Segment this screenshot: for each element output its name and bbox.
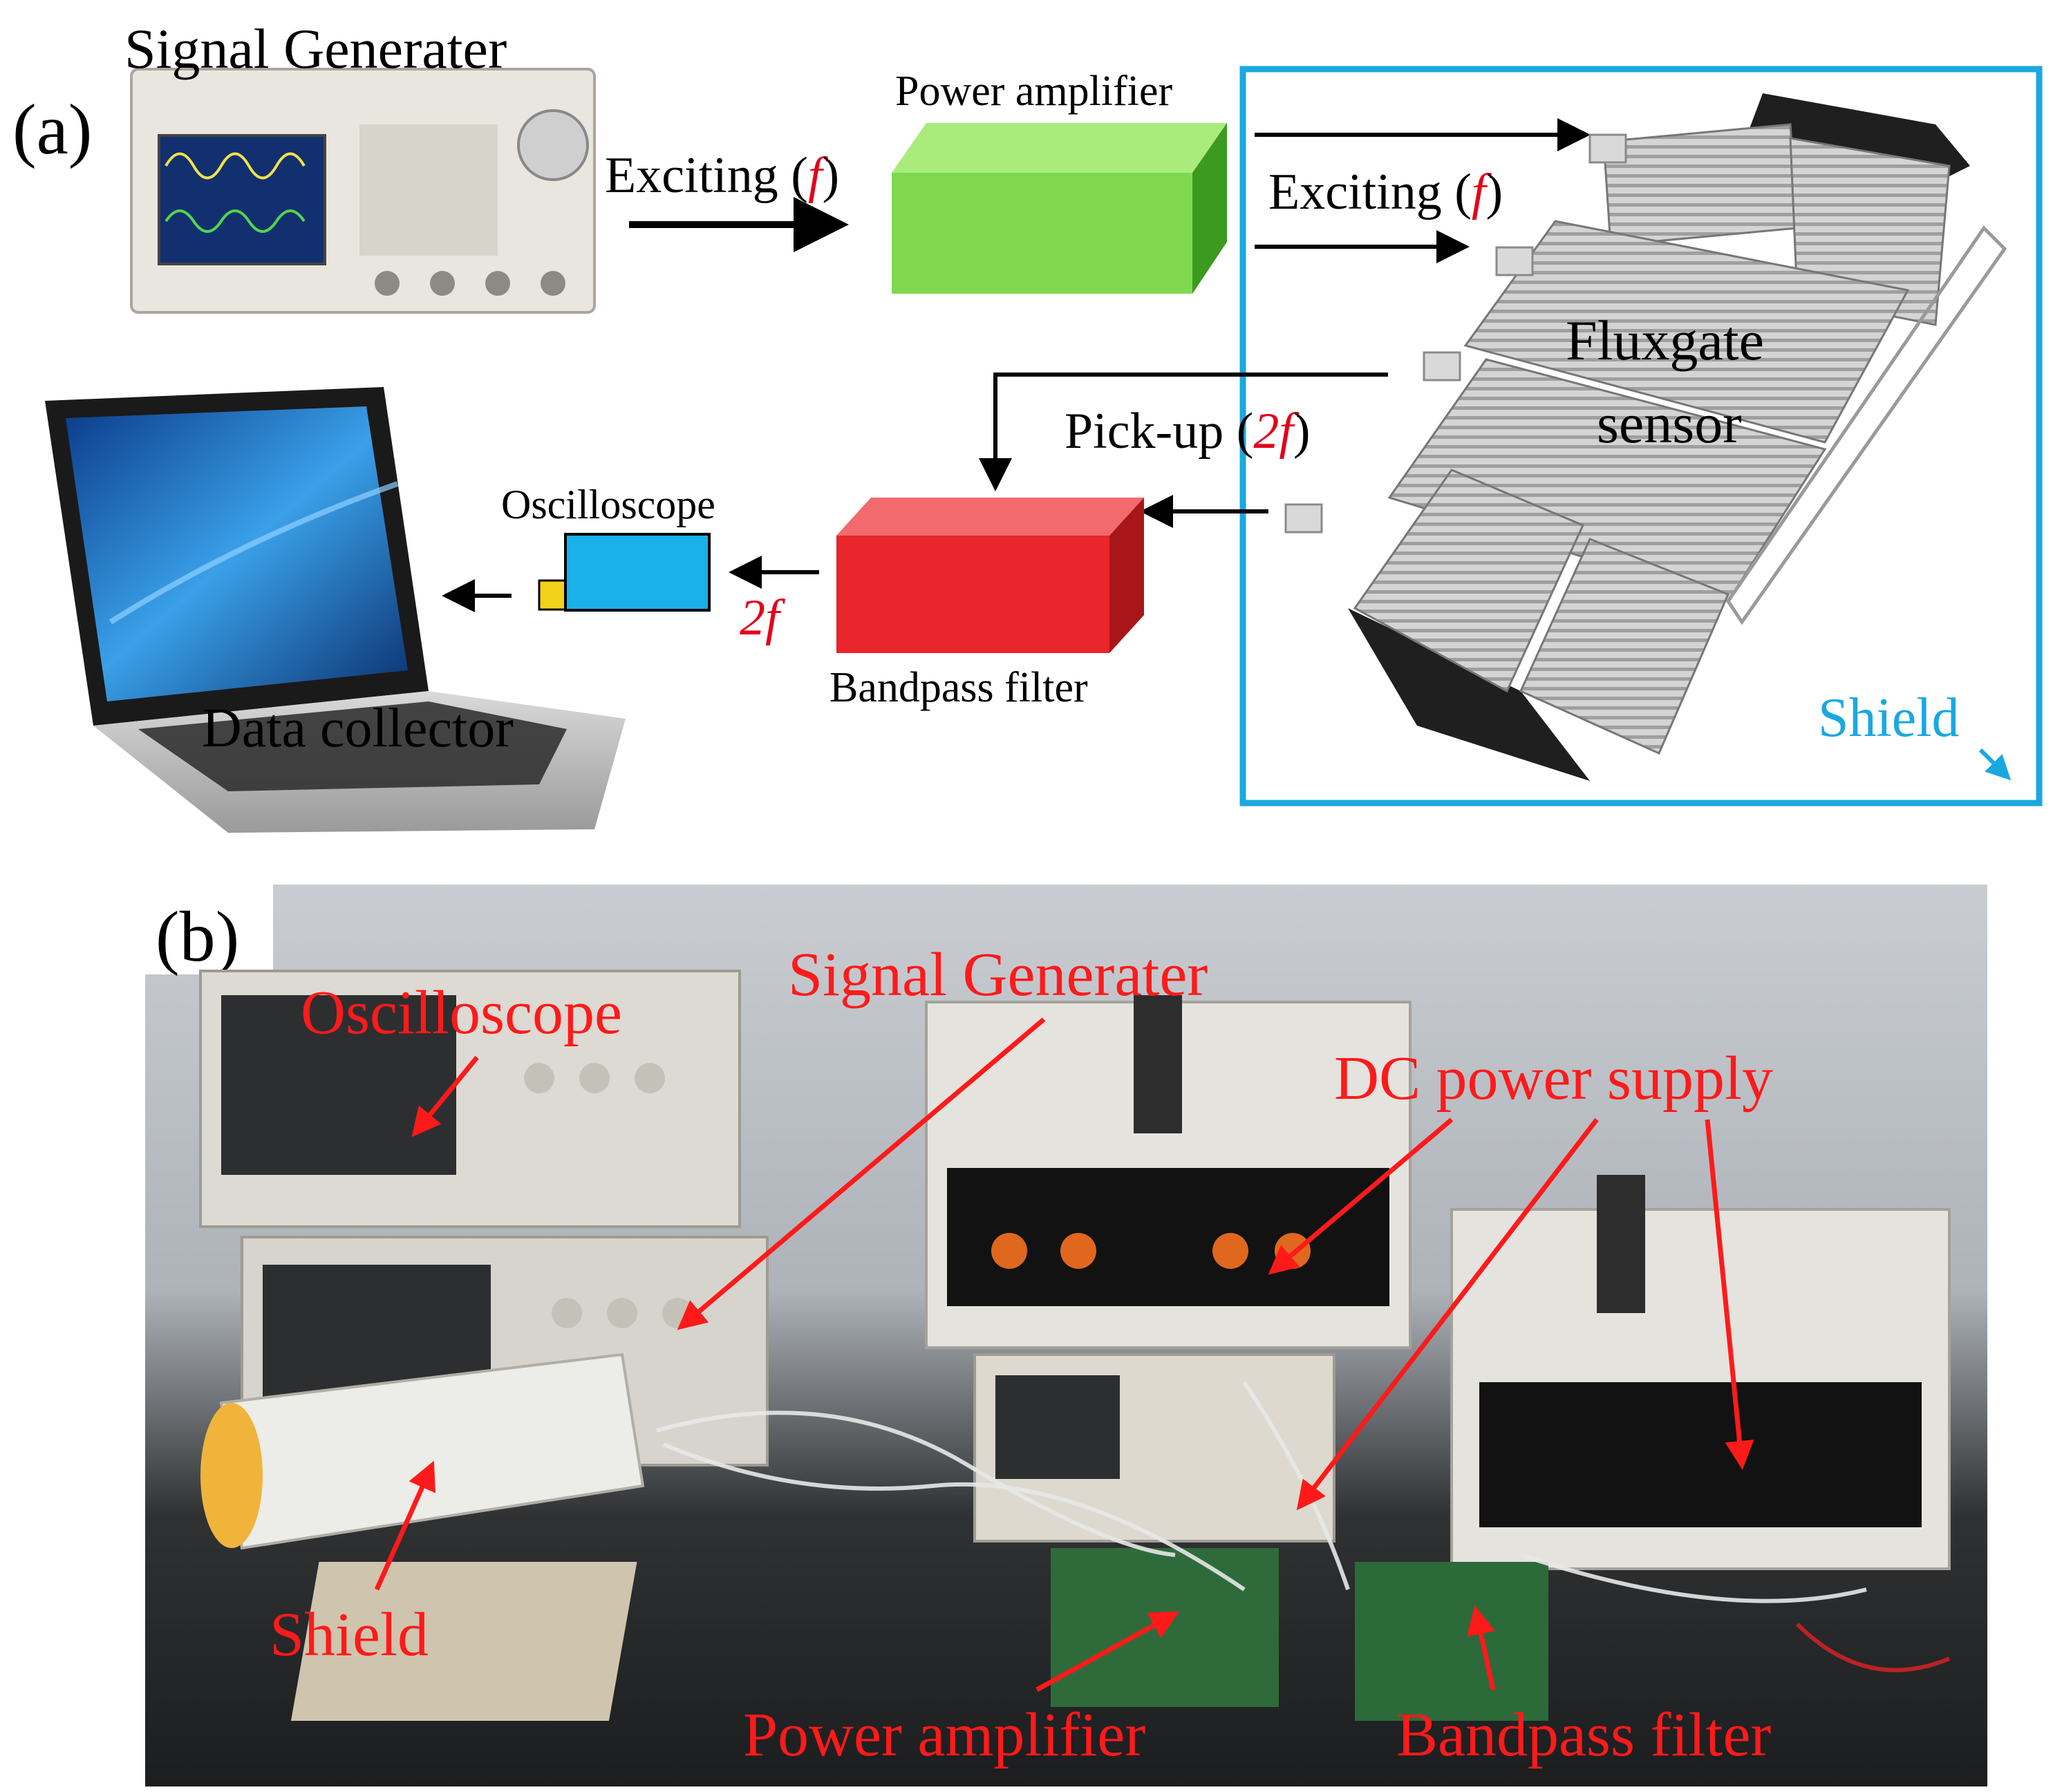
power-amplifier-label: Power amplifier (895, 68, 1173, 115)
panel-b-label-background (145, 885, 273, 974)
shield-pointer-arrow (1978, 748, 2012, 781)
oscilloscope-box (538, 533, 711, 612)
photo-label-shield: Shield (270, 1601, 429, 1669)
pickup-label: Pick-up (2f) (1065, 403, 1311, 460)
arrow-to-oscilloscope (411, 1055, 479, 1138)
photo-label-bandpass-filter: Bandpass filter (1396, 1701, 1771, 1769)
photo-cables (656, 1381, 1951, 1672)
photo-label-signal-generator: Signal Generater (788, 941, 1208, 1009)
photo-base-board (290, 1562, 637, 1721)
arrow-to-dc-power-supply-2 (1705, 1119, 1754, 1470)
signal-generator-label: Signal Generater (124, 17, 507, 80)
arrow-to-signal-generator (677, 1017, 1046, 1330)
panel-a: (a) Signal Generater Exciting (f) Power … (12, 17, 2043, 833)
shield-label: Shield (1818, 688, 1959, 748)
photo-dc-power-supply-2 (1450, 1175, 1951, 1570)
arrow-to-dc-power-supply-1 (1268, 1117, 1454, 1275)
arrow-to-signal-generator-panel (1296, 1117, 1599, 1511)
laptop-icon (45, 387, 626, 833)
bandpass-filter-box (836, 498, 1144, 653)
arrow-to-bandpass-filter (1466, 1605, 1496, 1690)
photo-bandpass-board (1355, 1562, 1548, 1721)
pickup-arrow (979, 372, 1388, 491)
photo-label-oscilloscope: Oscilloscope (301, 979, 622, 1047)
photo-power-amp-board (1051, 1548, 1279, 1707)
photo-shield-cylinder (200, 1352, 645, 1550)
photo-signal-generator (973, 1353, 1335, 1543)
power-amplifier-box (892, 123, 1227, 294)
bandpass-filter-label: Bandpass filter (829, 664, 1088, 711)
arrow-to-shield (374, 1460, 435, 1591)
data-collector-label: Data collector (202, 698, 514, 759)
oscilloscope-label: Oscilloscope (501, 482, 715, 527)
fluxgate-sensor (1284, 93, 2007, 781)
panel-b-label: (b) (156, 897, 239, 977)
exciting-label-1: Exciting (f) (605, 147, 839, 204)
signal-generator-device (130, 68, 596, 314)
arrow-to-power-amplifier (1035, 1611, 1180, 1692)
photo-dc-power-supply-1 (925, 995, 1412, 1349)
fluxgate-sensor-label-line2: sensor (1597, 392, 1742, 455)
shield-frame (1239, 66, 2043, 807)
photo-label-dc-power-supply: DC power supply (1334, 1044, 1773, 1113)
exciting-label-2: Exciting (f) (1268, 164, 1503, 220)
panel-a-label: (a) (12, 90, 92, 169)
fluxgate-sensor-label-line1: Fluxgate (1566, 309, 1764, 372)
photo-label-power-amplifier: Power amplifier (743, 1701, 1145, 1769)
two-f-label: 2f (740, 590, 786, 646)
panel-b: (b) (145, 885, 1987, 1786)
